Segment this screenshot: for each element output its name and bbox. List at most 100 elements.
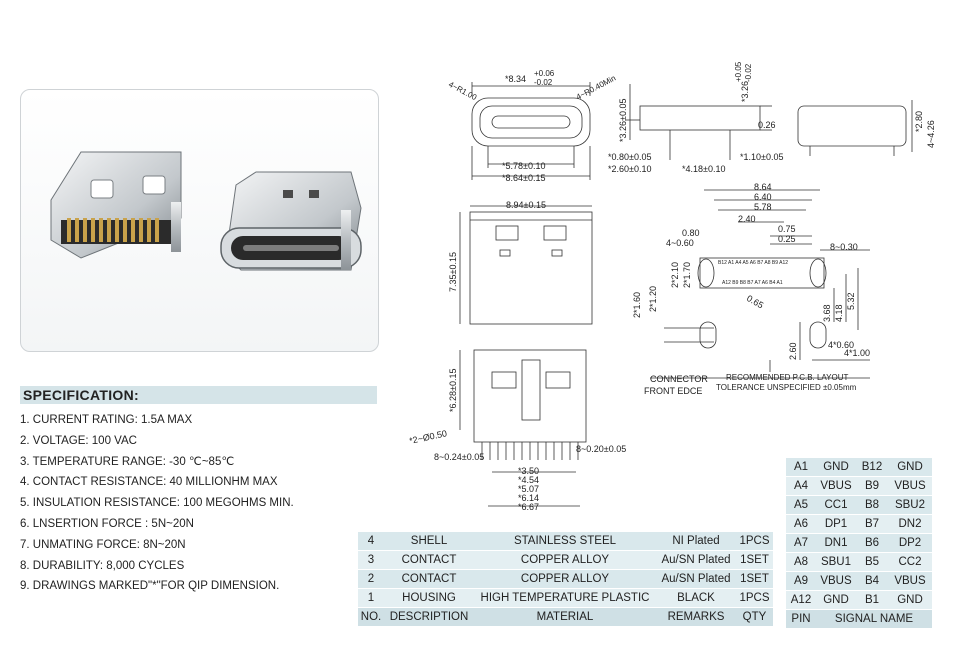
drawing-front-face	[471, 82, 591, 180]
connector-back-view	[50, 151, 182, 259]
signal-a: GND	[816, 590, 856, 610]
table-row: A1 GND B12 GND	[786, 458, 932, 477]
pcb-pin-row-top: B12 A1 A4 A5 A6 B7 A8 B9 A12	[718, 260, 788, 266]
spec-item: 2. VOLTAGE: 100 VAC	[20, 434, 137, 447]
signal-b: GND	[888, 590, 932, 610]
pin-b: B8	[856, 495, 888, 515]
bom-no: 1	[358, 588, 384, 608]
dim-8-94: 8.94±0.15	[506, 200, 546, 210]
pcb-1-70: 2*1.70	[682, 262, 692, 288]
signal-b: GND	[888, 458, 932, 477]
dim-4r04: 4~R0.40Min	[575, 73, 618, 101]
pcb-2-40: 2.40	[738, 214, 756, 224]
dim-8-024: 8~0.24±0.05	[434, 452, 484, 462]
note-connector: CONNECTOR	[650, 374, 708, 384]
dim-6-67: *6.67	[518, 502, 539, 512]
table-header-row: NO. DESCRIPTION MATERIAL REMARKS QTY	[358, 607, 773, 627]
bom-qty: 1SET	[736, 550, 773, 570]
bom-no: 3	[358, 550, 384, 570]
pin-a: A9	[786, 571, 816, 591]
bom-header-qty: QTY	[736, 607, 773, 627]
pcb-5-32: 5.32	[846, 292, 856, 310]
spec-item: 5. INSULATION RESISTANCE: 100 MEGOHMS MI…	[20, 497, 294, 510]
dim-6-28: *6.28±0.15	[448, 369, 458, 412]
table-row: A9 VBUS B4 VBUS	[786, 571, 932, 591]
signal-b: CC2	[888, 552, 932, 572]
table-row: A8 SBU1 B5 CC2	[786, 552, 932, 572]
bom-remarks: Au/SN Plated	[656, 550, 736, 570]
table-row: A5 CC1 B8 SBU2	[786, 495, 932, 515]
signal-b: VBUS	[888, 571, 932, 591]
dim-4r1: 4~R1.00	[447, 80, 479, 103]
dim-5-07: *5.07	[518, 484, 539, 494]
pcb-0-75: 0.75	[778, 224, 796, 234]
dim-8-34: *8.34	[505, 74, 526, 84]
pin-a: A12	[786, 590, 816, 610]
bom-table: 4 SHELL STAINLESS STEEL NI Plated 1PCS 3…	[358, 532, 773, 627]
bom-qty: 1PCS	[736, 588, 773, 608]
table-row: A4 VBUS B9 VBUS	[786, 476, 932, 496]
signal-b: SBU2	[888, 495, 932, 515]
drawing-end-view	[797, 100, 913, 156]
bom-remarks: BLACK	[656, 588, 736, 608]
pcb-8-030: 8~0.30	[830, 242, 858, 252]
pin-b: B6	[856, 533, 888, 553]
specification-title: SPECIFICATION:	[20, 386, 377, 404]
spec-item: 8. DURABILITY: 8,000 CYCLES	[20, 559, 185, 572]
pin-header: PIN	[786, 609, 816, 629]
pcb-0-80: 0.80	[682, 228, 700, 238]
signal-a: CC1	[816, 495, 856, 515]
dim-7-35: 7.35±0.15	[448, 252, 458, 292]
spec-item: 6. LNSERTION FORCE : 5N~20N	[20, 517, 194, 530]
product-photo	[20, 89, 379, 352]
signal-a: SBU1	[816, 552, 856, 572]
spec-item: 3. TEMPERATURE RANGE: -30 ℃~85℃	[20, 455, 235, 468]
pin-a: A7	[786, 533, 816, 553]
bom-description: HOUSING	[384, 588, 474, 608]
bom-qty: 1PCS	[736, 532, 773, 551]
bom-header-no: NO.	[358, 607, 384, 627]
pin-a: A6	[786, 514, 816, 534]
dim-3-26: *3.26±0.05	[618, 99, 628, 142]
signal-b: DP2	[888, 533, 932, 553]
spec-item: 1. CURRENT RATING: 1.5A MAX	[20, 414, 193, 426]
table-row: 1 HOUSING HIGH TEMPERATURE PLASTIC BLACK…	[358, 588, 773, 608]
bom-qty: 1SET	[736, 569, 773, 589]
dim-3-26-tol-dn: -0.02	[744, 63, 753, 82]
table-row: A12 GND B1 GND	[786, 590, 932, 610]
dim-8-34-tol-up: +0.06	[534, 69, 555, 78]
table-row: 4 SHELL STAINLESS STEEL NI Plated 1PCS	[358, 532, 773, 551]
drawing-side-view	[626, 84, 772, 160]
pin-b: B12	[856, 458, 888, 477]
drawing-bottom-plan	[459, 349, 587, 507]
dim-3-50: *3.50	[518, 466, 539, 476]
pcb-1-20: 2*1.20	[648, 286, 658, 312]
drawing-pcb-layout	[650, 189, 870, 379]
dim-8-34-tol-dn: -0.02	[534, 78, 553, 87]
dim-5-78-top: *5.78±0.10	[502, 161, 545, 171]
bom-header-remarks: REMARKS	[656, 607, 736, 627]
pin-a: A5	[786, 495, 816, 515]
pin-a: A1	[786, 458, 816, 477]
spec-item: 4. CONTACT RESISTANCE: 40 MILLIONHM MAX	[20, 476, 278, 489]
pcb-4-060: 4~0.60	[666, 238, 694, 248]
pcb-2-60: 2.60	[788, 342, 798, 360]
dim-4-26: 4~4.26	[926, 120, 936, 148]
dim-6-14: *6.14	[518, 493, 539, 503]
pcb-4-18: 4.18	[834, 304, 844, 322]
bom-material: STAINLESS STEEL	[474, 532, 656, 551]
spec-item: 9. DRAWINGS MARKED"*"FOR QIP DIMENSION.	[20, 580, 280, 593]
dim-phi: *2~Ø0.50	[408, 428, 448, 446]
bom-header-material: MATERIAL	[474, 607, 656, 627]
dim-8-64-top: *8.64±0.15	[502, 173, 545, 183]
pcb-6-40: 6.40	[754, 192, 772, 202]
dim-2-60: *2.60±0.10	[608, 164, 651, 174]
bom-material: COPPER ALLOY	[474, 550, 656, 570]
bom-no: 4	[358, 532, 384, 551]
signal-a: VBUS	[816, 571, 856, 591]
bom-remarks: NI Plated	[656, 532, 736, 551]
note-recommended: RECOMMENDED P.C.B. LAYOUT	[726, 373, 849, 382]
bom-description: CONTACT	[384, 569, 474, 589]
pcb-pin-row-bottom: A12 B9 B8 B7 A7 A6 B4 A1	[722, 280, 783, 286]
pcb-4-100: 4*1.00	[844, 348, 870, 358]
